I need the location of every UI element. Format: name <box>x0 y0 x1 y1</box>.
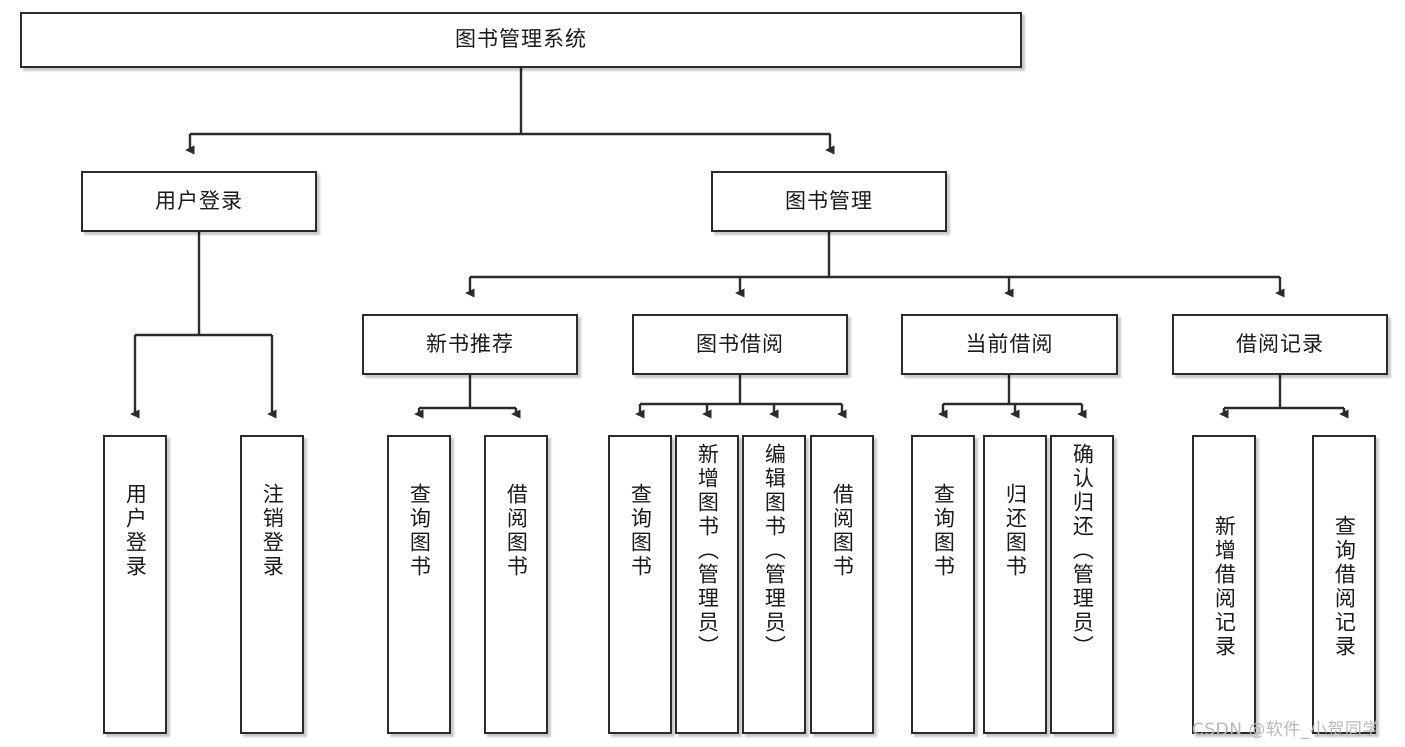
leaf-query-record[interactable]: 查询借阅记录 <box>1312 435 1376 734</box>
leaf-borrow-book-2-label: 借阅图书 <box>830 483 855 579</box>
leaf-query-book-3-label: 查询图书 <box>931 483 956 579</box>
leaf-add-book[interactable]: 新增图书（管理员） <box>675 435 739 734</box>
leaf-add-book-label: 新增图书（管理员） <box>695 443 720 659</box>
leaf-edit-book-label: 编辑图书（管理员） <box>762 443 787 659</box>
leaf-query-record-label: 查询借阅记录 <box>1332 515 1357 659</box>
leaf-borrow-book-2[interactable]: 借阅图书 <box>810 435 874 734</box>
leaf-edit-book[interactable]: 编辑图书（管理员） <box>742 435 806 734</box>
node-book-manage-label: 图书管理 <box>785 188 873 213</box>
leaf-query-book-1-label: 查询图书 <box>407 483 432 579</box>
leaf-query-book-3[interactable]: 查询图书 <box>911 435 975 734</box>
leaf-query-book-2-label: 查询图书 <box>628 483 653 579</box>
node-current-borrow-label: 当前借阅 <box>965 331 1054 356</box>
node-borrow-record-label: 借阅记录 <box>1236 331 1324 356</box>
node-user-login-label: 用户登录 <box>155 188 243 213</box>
node-user-login[interactable]: 用户登录 <box>81 171 317 232</box>
leaf-query-book-1[interactable]: 查询图书 <box>387 435 451 734</box>
node-borrow-record[interactable]: 借阅记录 <box>1172 314 1388 375</box>
leaf-user-login-label: 用户登录 <box>123 483 148 579</box>
leaf-add-record-label: 新增借阅记录 <box>1212 515 1237 659</box>
node-root[interactable]: 图书管理系统 <box>20 12 1022 68</box>
node-book-borrow[interactable]: 图书借阅 <box>632 314 848 375</box>
node-new-book-rec-label: 新书推荐 <box>426 331 514 356</box>
node-book-manage[interactable]: 图书管理 <box>711 171 947 232</box>
leaf-confirm-return-label: 确认归还（管理员） <box>1070 443 1095 659</box>
node-book-borrow-label: 图书借阅 <box>696 331 784 356</box>
csdn-watermark: CSDN @软件_小贺同学 <box>1192 720 1380 740</box>
node-current-borrow[interactable]: 当前借阅 <box>901 314 1118 375</box>
leaf-add-record[interactable]: 新增借阅记录 <box>1192 435 1256 734</box>
node-new-book-rec[interactable]: 新书推荐 <box>362 314 578 375</box>
leaf-user-login[interactable]: 用户登录 <box>103 435 167 734</box>
leaf-logout[interactable]: 注销登录 <box>240 435 304 734</box>
leaf-query-book-2[interactable]: 查询图书 <box>608 435 672 734</box>
leaf-return-book-label: 归还图书 <box>1003 483 1028 579</box>
leaf-logout-label: 注销登录 <box>260 483 285 579</box>
leaf-confirm-return[interactable]: 确认归还（管理员） <box>1050 435 1114 734</box>
node-root-label: 图书管理系统 <box>455 27 587 52</box>
leaf-borrow-book-1-label: 借阅图书 <box>504 483 529 579</box>
leaf-borrow-book-1[interactable]: 借阅图书 <box>484 435 548 734</box>
leaf-return-book[interactable]: 归还图书 <box>983 435 1047 734</box>
